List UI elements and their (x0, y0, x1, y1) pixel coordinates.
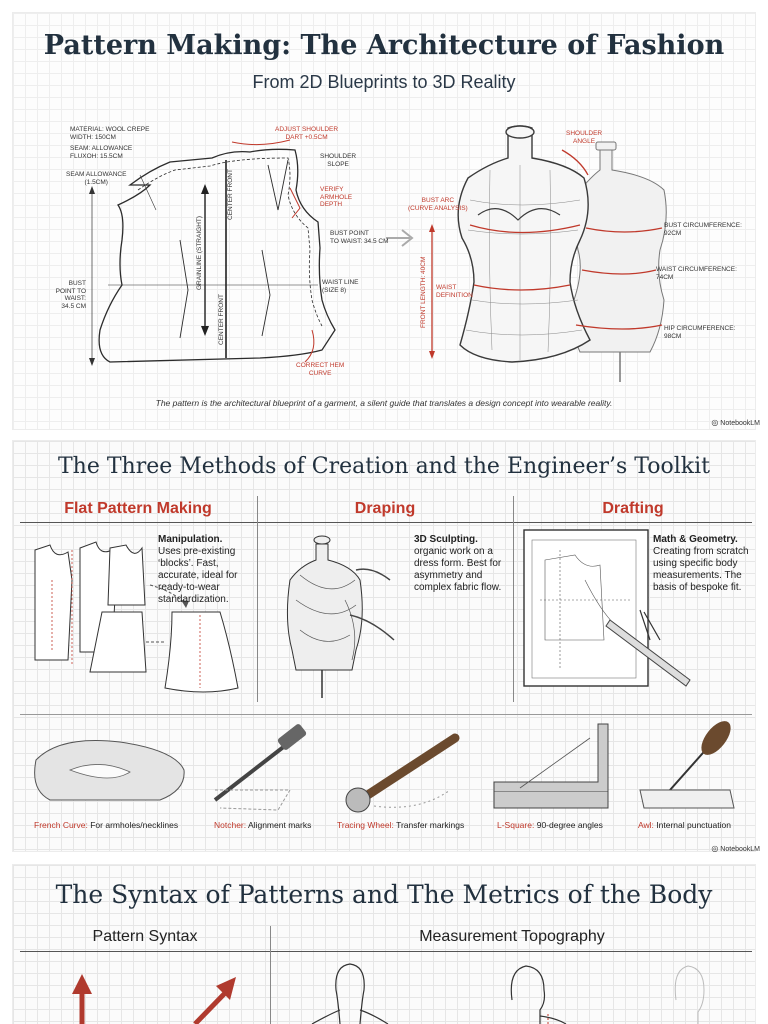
awl-icon (639, 721, 735, 809)
page-title: Pattern Making: The Architecture of Fash… (43, 30, 725, 61)
seam-allowance-label: SEAM ALLOWANCE(1.5CM) (66, 171, 127, 186)
method-desc-drafting: Math & Geometry.Creating from scratch us… (653, 534, 749, 593)
column-divider (270, 926, 271, 1024)
pattern-syntax-heading: Pattern Syntax (92, 928, 198, 945)
l-square-icon (493, 723, 609, 809)
notebooklm-icon: ◎ (711, 418, 719, 427)
waist-line-label: WAIST LINE(SIZE 8) (322, 279, 359, 294)
measurement-topography-heading: Measurement Topography (419, 928, 605, 945)
tracing-wheel-icon (345, 733, 460, 813)
method-header-divider (20, 522, 752, 523)
dressform-drawing (429, 125, 667, 382)
grainline-arrow-icon (72, 974, 92, 1024)
hip-circumference-label: HIP CIRCUMFERENCE:98CM (664, 325, 736, 340)
syntax-title: The Syntax of Patterns and The Metrics o… (55, 880, 713, 909)
brand-mark: ◎NotebookLM (711, 844, 760, 853)
method-heading-flat: Flat Pattern Making (64, 500, 212, 517)
tool-caption-french-curve: French Curve: For armholes/necklines (34, 820, 179, 830)
method-heading-drafting: Drafting (602, 500, 664, 517)
column-divider (513, 496, 514, 702)
bust-arc-label: BUST ARC(CURVE ANALYSIS) (408, 197, 468, 212)
bias-arrow-icon (193, 977, 236, 1024)
page-subtitle: From 2D Blueprints to 3D Reality (252, 72, 516, 92)
notebooklm-icon: ◎ (711, 844, 719, 853)
tools-divider (20, 714, 752, 715)
body-head-icon (335, 963, 365, 1024)
column-divider (257, 496, 258, 702)
body-back-icon (674, 965, 705, 1024)
notcher-icon (213, 724, 307, 811)
tool-caption-notcher: Notcher: Alignment marks (214, 820, 312, 830)
syntax-panel (12, 864, 756, 1024)
tool-caption-awl: Awl: Internal punctuation (638, 820, 731, 830)
tool-caption-tracing-wheel: Tracing Wheel: Transfer markings (337, 820, 465, 830)
tool-caption-l-square: L-Square: 90-degree angles (497, 820, 603, 830)
syntax-header-divider (20, 951, 752, 952)
waist-circumference-label: WAIST CIRCUMFERENCE:74CM (656, 266, 737, 281)
bust-circumference-label: BUST CIRCUMFERENCE:92CM (664, 222, 742, 237)
body-profile-icon (510, 965, 546, 1024)
brand-mark: ◎NotebookLM (711, 418, 760, 427)
method-heading-draping: Draping (354, 500, 416, 517)
bodice-pattern-drawing (89, 139, 414, 366)
method-desc-flat: Manipulation.Uses pre-existing ‘blocks’.… (158, 534, 238, 605)
methods-title: The Three Methods of Creation and the En… (58, 454, 710, 479)
blueprint-caption: The pattern is the architectural bluepri… (155, 398, 613, 408)
method-desc-draping: 3D Sculpting.organic work on a dress for… (414, 534, 502, 593)
